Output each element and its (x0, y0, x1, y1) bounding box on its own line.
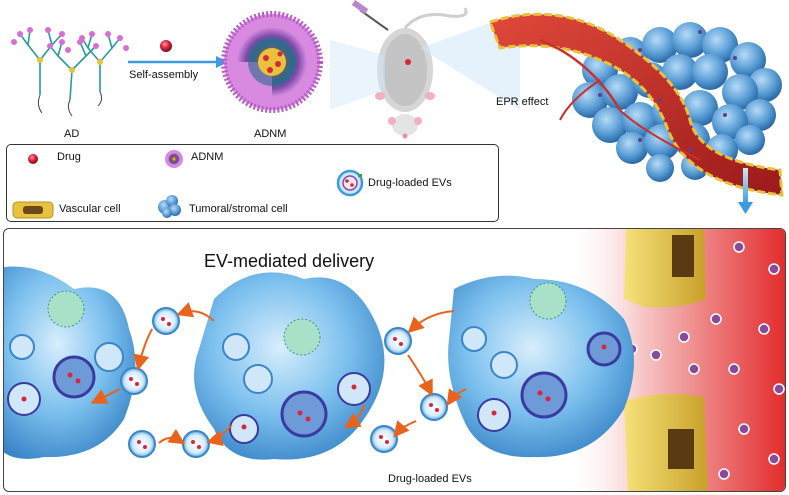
ev-delivery-illustration (4, 229, 785, 491)
ad-label: AD (64, 128, 80, 140)
legend-tumoral-cell-icon (158, 195, 181, 218)
legend-adnm-label: ADNM (191, 151, 224, 163)
tumor-cell-right (448, 275, 634, 458)
drug-loaded-evs-caption: Drug-loaded EVs (388, 473, 472, 485)
tumor-cell-middle (194, 272, 385, 460)
tumor-vessel-illustration (488, 12, 784, 197)
tumor-cell-left (4, 266, 136, 459)
top-illustration (11, 0, 784, 214)
down-arrow (738, 168, 753, 214)
self-assembly-arrow (128, 56, 228, 68)
adnm-label: ADNM (254, 128, 287, 140)
legend-vascular-cell-icon (12, 201, 54, 219)
intracellular-drugs (21, 344, 607, 430)
ad-molecules (19, 29, 121, 117)
circulating-nanoparticles (626, 241, 785, 480)
ad-terminal-groups (11, 27, 129, 53)
panel-title: EV-mediated delivery (204, 251, 375, 271)
legend-tumoral-cell-label: Tumoral/stromal cell (189, 203, 288, 215)
vascular-cells (624, 229, 708, 491)
legend-vascular-cell-label: Vascular cell (59, 203, 121, 215)
legend-drug-loaded-evs-label: Drug-loaded EVs (368, 177, 452, 189)
legend-adnm-icon (165, 150, 183, 168)
adnm-nanoparticle (221, 11, 323, 113)
mouse-illustration (351, 0, 468, 139)
legend-drug-label: Drug (57, 151, 81, 163)
legend-icons (12, 150, 364, 219)
ev-cargo (129, 317, 439, 449)
self-assembly-label: Self-assembly (129, 69, 199, 81)
transfer-arrows (90, 302, 467, 446)
ad-core-dots (37, 57, 103, 73)
legend-drug-icon (28, 154, 38, 164)
epr-effect-label: EPR effect (496, 96, 549, 108)
extracellular-evs (120, 307, 448, 458)
legend: Drug ADNM Vascular cell Tumoral/stromal … (6, 144, 499, 222)
legend-ev-icon (336, 169, 364, 197)
drug-icon (160, 40, 172, 52)
ev-delivery-panel: EV-mediated delivery Drug-loaded EVs (3, 228, 786, 492)
